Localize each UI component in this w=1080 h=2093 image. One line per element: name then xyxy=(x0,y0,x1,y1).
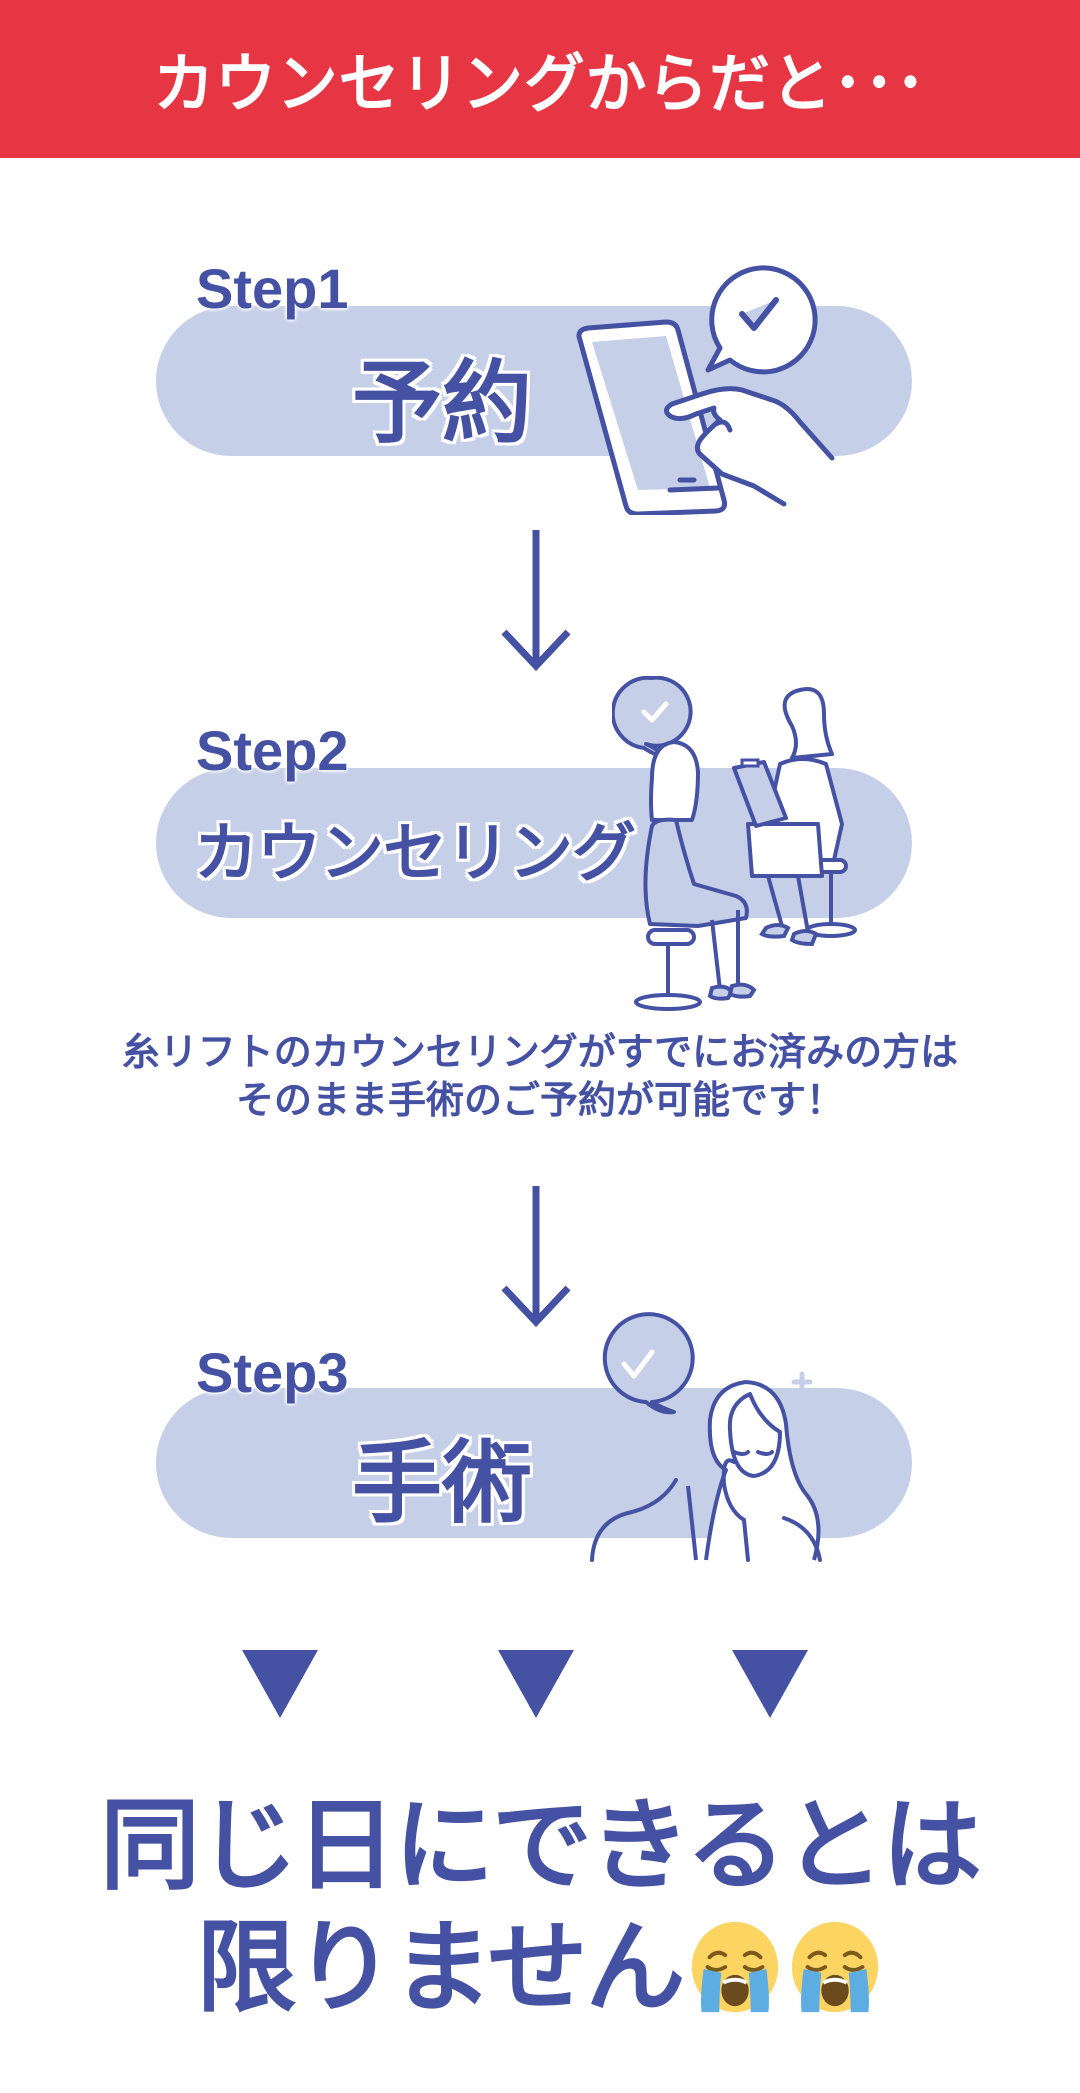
conclusion-text: 同じ日にできるとは 限りません xyxy=(0,1785,1080,2029)
woman-worried-check-icon xyxy=(590,1312,822,1562)
note-line-1: 糸リフトのカウンセリングがすでにお済みの方は xyxy=(121,1030,959,1074)
down-triangle-icon xyxy=(242,1650,318,1718)
header-banner: カウンセリングからだと･･･ xyxy=(0,0,1080,158)
conclusion-line-1: 同じ日にできるとは xyxy=(100,1787,982,1904)
down-triangle-icon xyxy=(732,1650,808,1718)
conclusion-line-2-wrap: 限りません xyxy=(0,1907,1080,2029)
down-arrow-icon xyxy=(501,1186,571,1328)
loudly-crying-face-icon xyxy=(691,1921,778,2013)
conclusion-line-2: 限りません xyxy=(196,1909,686,2026)
step2-label: Step2 xyxy=(196,719,349,782)
header-title: カウンセリングからだと･･･ xyxy=(153,48,927,122)
step3-title: 手術 xyxy=(352,1431,532,1536)
step1-label: Step1 xyxy=(196,257,349,320)
down-triangle-icon xyxy=(498,1650,574,1718)
triangle-row xyxy=(0,1650,1080,1720)
phone-tap-check-icon xyxy=(576,265,835,515)
step3-label: Step3 xyxy=(196,1341,349,1404)
step2-title: カウンセリング xyxy=(194,817,636,891)
note-line-2: そのまま手術のご予約が可能です！ xyxy=(235,1078,844,1122)
step1-title: 予約 xyxy=(352,351,532,456)
doctor-patient-consultation-icon xyxy=(612,676,857,1011)
counseling-note: 糸リフトのカウンセリングがすでにお済みの方は そのまま手術のご予約が可能です！ xyxy=(0,1028,1080,1124)
down-arrow-icon xyxy=(501,530,571,672)
loudly-crying-face-icon xyxy=(791,1921,878,2013)
